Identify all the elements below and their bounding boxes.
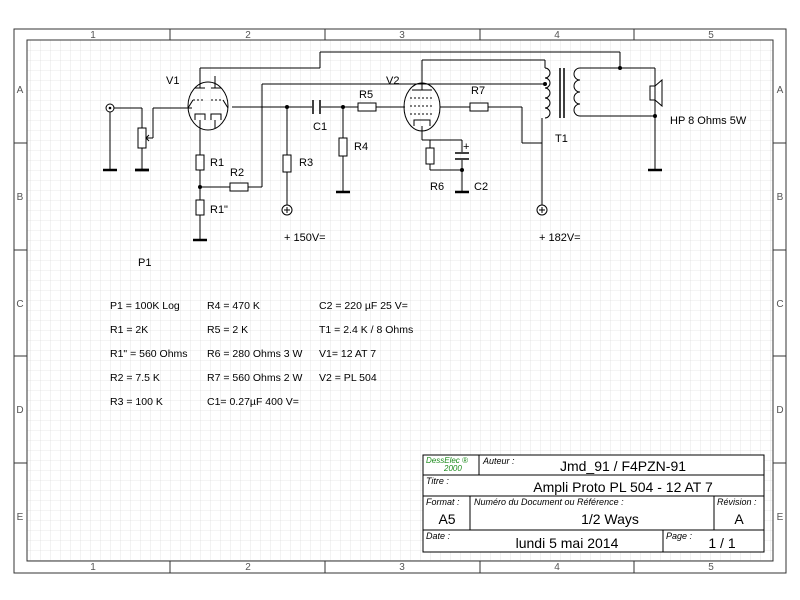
row-label-d-left: D	[16, 405, 23, 416]
parts-list-item: C1= 0.27µF 400 V=	[207, 396, 299, 408]
row-label-e-left: E	[17, 512, 24, 523]
label-hp: HP 8 Ohms 5W	[670, 115, 747, 127]
resistor-r4	[338, 137, 348, 157]
label-r6: R6	[430, 181, 444, 193]
date-label: Date :	[426, 531, 451, 541]
parts-list-item: V1= 12 AT 7	[319, 348, 376, 360]
col-label-1-top: 1	[90, 30, 96, 41]
page-value: 1 / 1	[708, 535, 735, 551]
label-r4: R4	[354, 141, 368, 153]
label-t1: T1	[555, 133, 568, 145]
format-label: Format :	[426, 497, 460, 507]
label-c2: C2	[474, 181, 488, 193]
col-label-3-bottom: 3	[399, 562, 405, 573]
label-v2: V2	[386, 75, 399, 87]
supply-terminal-icons	[281, 204, 548, 216]
parts-list: P1 = 100K Log R4 = 470 K C2 = 220 µF 25 …	[110, 300, 413, 408]
parts-list-item: R7 = 560 Ohms 2 W	[207, 372, 303, 384]
logo-line-1: DessElec ®	[426, 456, 468, 465]
label-r1: R1	[210, 157, 224, 169]
tube-v2-icon	[403, 82, 441, 132]
revision-label: Révision :	[717, 497, 757, 507]
col-label-4-top: 4	[554, 30, 560, 41]
row-label-b-right: B	[777, 192, 784, 203]
resistor-r2	[229, 182, 249, 192]
resistor-r1	[195, 154, 205, 171]
parts-list-item: T1 = 2.4 K / 8 Ohms	[319, 324, 413, 336]
author-label: Auteur :	[482, 456, 515, 466]
date-value: lundi 5 mai 2014	[516, 535, 619, 551]
resistor-p1	[137, 127, 147, 149]
capacitor-c2-icon	[455, 152, 469, 160]
parts-list-item: R3 = 100 K	[110, 396, 163, 408]
resistor-r5	[357, 102, 377, 112]
wiring	[109, 51, 656, 240]
revision-value: A	[734, 511, 744, 527]
row-label-d-right: D	[776, 405, 783, 416]
parts-list-item: R1 = 2K	[110, 324, 148, 336]
resistor-r6	[425, 147, 435, 165]
label-r3: R3	[299, 157, 313, 169]
junction-dots	[198, 66, 657, 189]
col-label-1-bottom: 1	[90, 562, 96, 573]
logo-line-2: 2000	[443, 464, 462, 473]
parts-list-item: R1" = 560 Ohms	[110, 348, 188, 360]
p1-wiper-arrow	[145, 134, 153, 142]
col-label-2-top: 2	[245, 30, 251, 41]
col-label-2-bottom: 2	[245, 562, 251, 573]
label-supply-182: + 182V=	[539, 232, 581, 244]
label-supply-150: + 150V=	[284, 232, 326, 244]
label-r2: R2	[230, 167, 244, 179]
format-value: A5	[438, 511, 455, 527]
col-label-5-bottom: 5	[708, 562, 714, 573]
tube-v1-icon	[187, 81, 229, 131]
resistor-r1b	[195, 199, 205, 216]
parts-list-item: R2 = 7.5 K	[110, 372, 160, 384]
title-block: DessElec ® 2000 Auteur : Jmd_91 / F4PZN-…	[422, 454, 765, 553]
col-label-4-bottom: 4	[554, 562, 560, 573]
row-label-b-left: B	[17, 192, 24, 203]
row-label-c-right: C	[776, 299, 783, 310]
title-value: Ampli Proto PL 504 - 12 AT 7	[533, 479, 713, 495]
label-r1b: R1"	[210, 204, 228, 216]
label-r5: R5	[359, 89, 373, 101]
resistor-r7	[469, 102, 489, 112]
parts-list-item: R5 = 2 K	[207, 324, 248, 336]
parts-list-item: C2 = 220 µF 25 V=	[319, 300, 408, 312]
col-label-3-top: 3	[399, 30, 405, 41]
transformer-t1-icon	[544, 67, 581, 119]
label-r7: R7	[471, 85, 485, 97]
row-label-c-left: C	[16, 299, 23, 310]
resistor-r3	[282, 154, 292, 173]
resistors	[137, 102, 489, 216]
docnum-label: Numéro du Document ou Référence :	[474, 497, 624, 507]
label-p1: P1	[138, 257, 151, 269]
row-label-e-right: E	[777, 512, 784, 523]
label-c2-plus: +	[463, 141, 469, 153]
row-label-a-right: A	[777, 85, 784, 96]
col-label-5-top: 5	[708, 30, 714, 41]
capacitor-c1-icon	[312, 100, 321, 114]
page-label: Page :	[666, 531, 693, 541]
title-label: Titre :	[426, 476, 449, 486]
speaker-icon	[649, 78, 663, 108]
docnum-value: 1/2 Ways	[581, 511, 639, 527]
parts-list-item: V2 = PL 504	[319, 372, 377, 384]
label-c1: C1	[313, 121, 327, 133]
parts-list-item: R4 = 470 K	[207, 300, 260, 312]
parts-list-item: R6 = 280 Ohms 3 W	[207, 348, 303, 360]
frame-ticks	[14, 29, 786, 573]
row-label-a-left: A	[17, 85, 24, 96]
author-value: Jmd_91 / F4PZN-91	[560, 458, 686, 474]
label-v1: V1	[166, 75, 179, 87]
parts-list-item: P1 = 100K Log	[110, 300, 180, 312]
